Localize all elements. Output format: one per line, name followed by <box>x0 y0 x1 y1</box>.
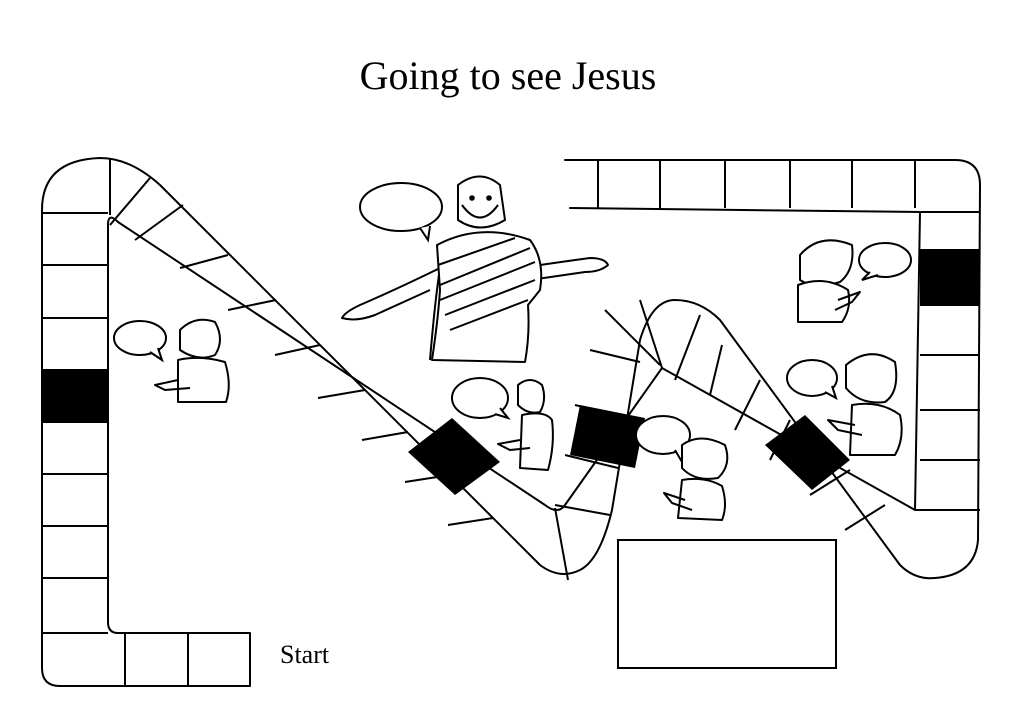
start-label: Start <box>280 640 330 669</box>
track-inner-edge <box>107 207 921 634</box>
man-right-figure <box>827 353 903 456</box>
track-squares-diagonal-1 <box>109 158 494 526</box>
boy-center-figure <box>663 437 729 521</box>
black-square-right <box>920 250 980 305</box>
track-outer-edge <box>41 157 981 687</box>
speech-bubble-woman <box>858 242 912 281</box>
woman-figure <box>797 239 861 323</box>
speech-bubble-man-right <box>786 359 838 401</box>
card-box <box>617 539 837 669</box>
page-title: Going to see Jesus <box>359 53 657 98</box>
speech-bubble-jesus <box>359 182 443 243</box>
man-center-figure <box>497 379 554 471</box>
black-square-diagonal-1 <box>408 418 500 495</box>
track-squares-top <box>597 160 916 208</box>
man-left-figure <box>154 318 230 403</box>
speech-bubble-center <box>451 377 511 420</box>
black-square-left <box>42 370 108 422</box>
track-squares-left <box>42 212 251 686</box>
black-square-diagonal-2 <box>765 415 850 490</box>
jesus-figure <box>341 175 609 363</box>
black-square-up <box>570 405 645 468</box>
speech-bubble-left <box>113 320 167 363</box>
